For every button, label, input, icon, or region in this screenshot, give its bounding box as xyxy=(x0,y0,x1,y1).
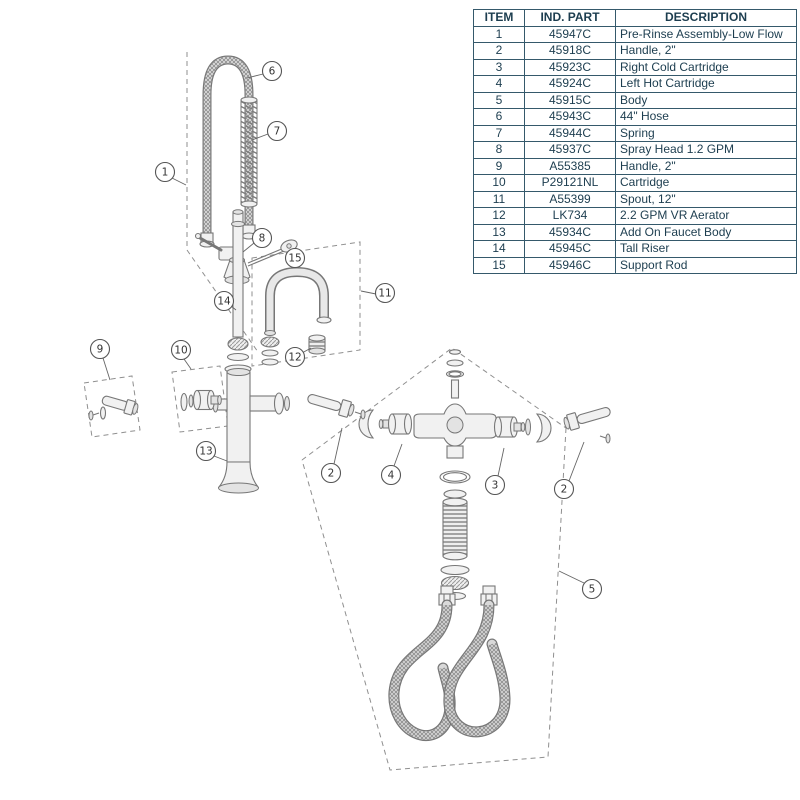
svg-text:1: 1 xyxy=(162,167,169,179)
svg-text:2: 2 xyxy=(328,468,335,480)
aerator xyxy=(308,334,326,355)
svg-text:4: 4 xyxy=(388,470,395,482)
riser-mount-nuts xyxy=(224,337,252,374)
callout-13: 13 xyxy=(195,440,228,462)
body-lower-stack xyxy=(439,470,471,601)
svg-text:6: 6 xyxy=(269,66,276,78)
cartridge-right-cold xyxy=(493,416,531,438)
callout-3: 3 xyxy=(484,447,506,496)
svg-text:7: 7 xyxy=(274,126,281,138)
spring xyxy=(240,96,258,208)
svg-text:11: 11 xyxy=(378,288,391,300)
callout-5: 5 xyxy=(558,570,603,600)
col-header-description: DESCRIPTION xyxy=(615,9,797,27)
main-faucet-body xyxy=(413,349,497,459)
callout-6: 6 xyxy=(246,60,283,82)
table-header-row: ITEM IND. PART DESCRIPTION xyxy=(473,9,797,27)
svg-text:5: 5 xyxy=(589,584,596,596)
col-header-part: IND. PART xyxy=(524,9,616,27)
handle-9 xyxy=(88,395,139,421)
callout-10: 10 xyxy=(170,339,192,370)
svg-text:15: 15 xyxy=(288,253,301,265)
svg-text:8: 8 xyxy=(259,233,266,245)
callout-7: 7 xyxy=(251,120,288,142)
callout-9: 9 xyxy=(89,338,111,381)
callout-2-right: 2 xyxy=(553,441,585,500)
handle-left xyxy=(307,394,366,420)
svg-text:10: 10 xyxy=(174,345,187,357)
col-header-item: ITEM xyxy=(473,9,525,27)
svg-text:14: 14 xyxy=(217,296,231,308)
callout-4: 4 xyxy=(380,443,403,486)
tall-riser xyxy=(231,209,245,338)
svg-text:3: 3 xyxy=(492,480,499,492)
svg-text:2: 2 xyxy=(561,484,568,496)
callout-2-left: 2 xyxy=(320,427,343,484)
dome-cap-right xyxy=(535,413,552,443)
callout-14: 14 xyxy=(213,290,237,312)
cartridge-10 xyxy=(180,389,222,412)
spout-12in xyxy=(260,266,332,366)
hose-44in xyxy=(202,55,254,233)
callout-11: 11 xyxy=(360,282,396,304)
svg-text:9: 9 xyxy=(97,344,104,356)
callout-1: 1 xyxy=(154,161,187,186)
callout-8: 8 xyxy=(242,227,273,253)
handle-right xyxy=(563,407,611,444)
supply-hoses xyxy=(388,585,511,741)
svg-text:12: 12 xyxy=(288,352,301,364)
callout-12: 12 xyxy=(284,346,312,368)
cartridge-left-hot xyxy=(378,413,413,435)
svg-text:13: 13 xyxy=(199,446,212,458)
add-on-faucet-body xyxy=(212,368,290,494)
callout-15: 15 xyxy=(284,247,306,269)
